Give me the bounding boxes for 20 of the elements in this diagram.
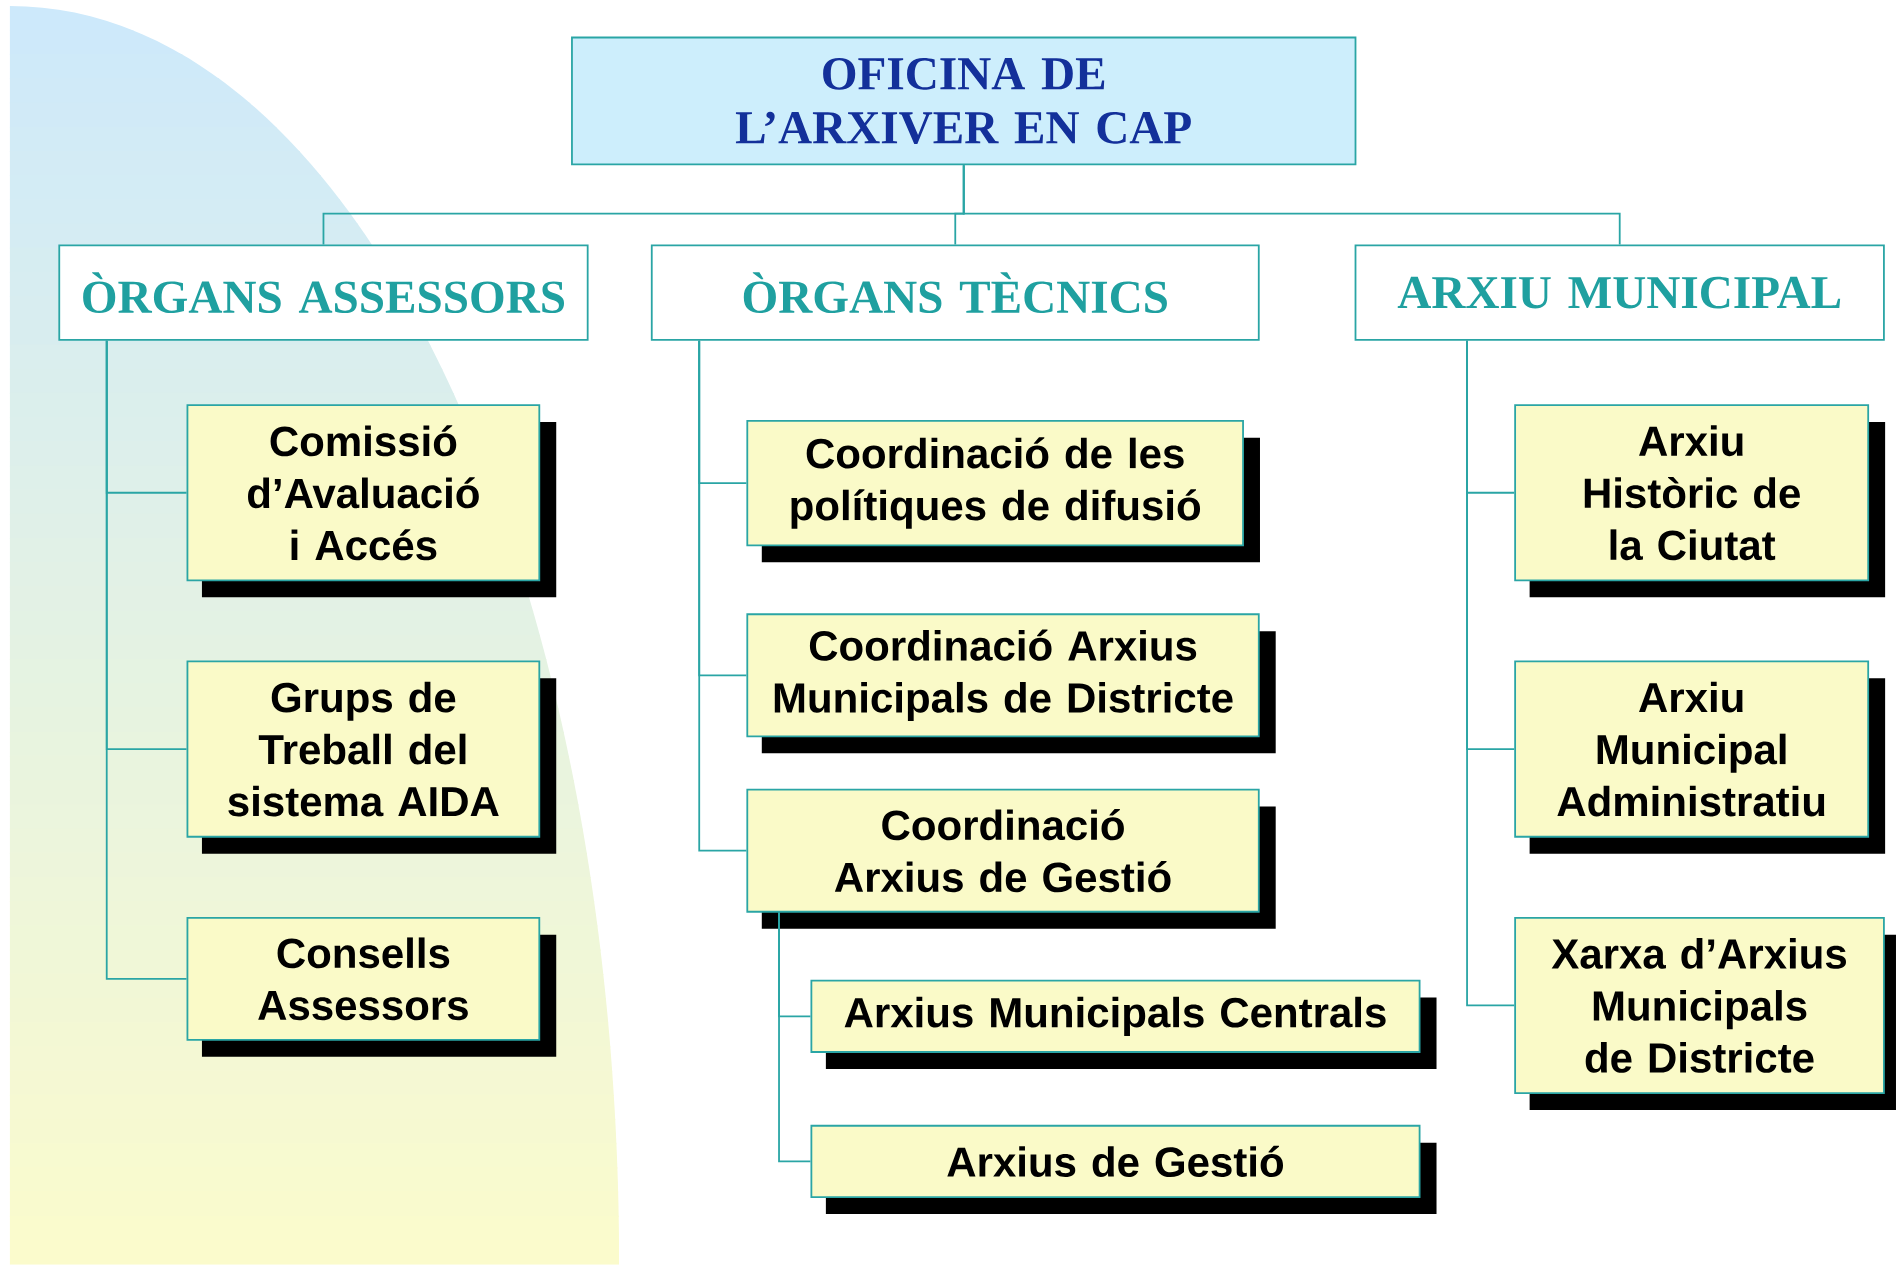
connector-line (698, 339, 748, 852)
unit-box: Coordinació de les polítiques de difusió (746, 420, 1260, 563)
connector-line (778, 911, 812, 1163)
unit-box: Coordinació Arxius Municipals de Districte (746, 613, 1276, 754)
group-header-box: ÒRGANS TÈCNICS (650, 244, 1260, 341)
unit-box: Xarxa d’Arxius Municipals de Districte (1514, 916, 1896, 1111)
unit-box: Comissió d’Avaluació i Accés (186, 404, 557, 598)
connector-line (962, 164, 1621, 246)
unit-box: Grups de Treball del sistema AIDA (186, 660, 557, 854)
title-box: OFICINA DE L’ARXIVER EN CAP (571, 36, 1357, 166)
group-header-box: ÒRGANS ASSESSORS (58, 244, 589, 341)
unit-box: Arxiu Històric de la Ciutat (1514, 404, 1886, 598)
connector-line (1466, 339, 1516, 1007)
connector-line (105, 339, 188, 980)
unit-box: Arxiu Municipal Administratiu (1514, 660, 1886, 854)
unit-box: Consells Assessors (186, 917, 557, 1057)
unit-box: Arxius de Gestió (810, 1124, 1437, 1215)
group-header-box: ARXIU MUNICIPAL (1354, 244, 1885, 341)
unit-box: Arxius Municipals Centrals (810, 979, 1437, 1069)
unit-box: Coordinació Arxius de Gestió (746, 788, 1276, 929)
